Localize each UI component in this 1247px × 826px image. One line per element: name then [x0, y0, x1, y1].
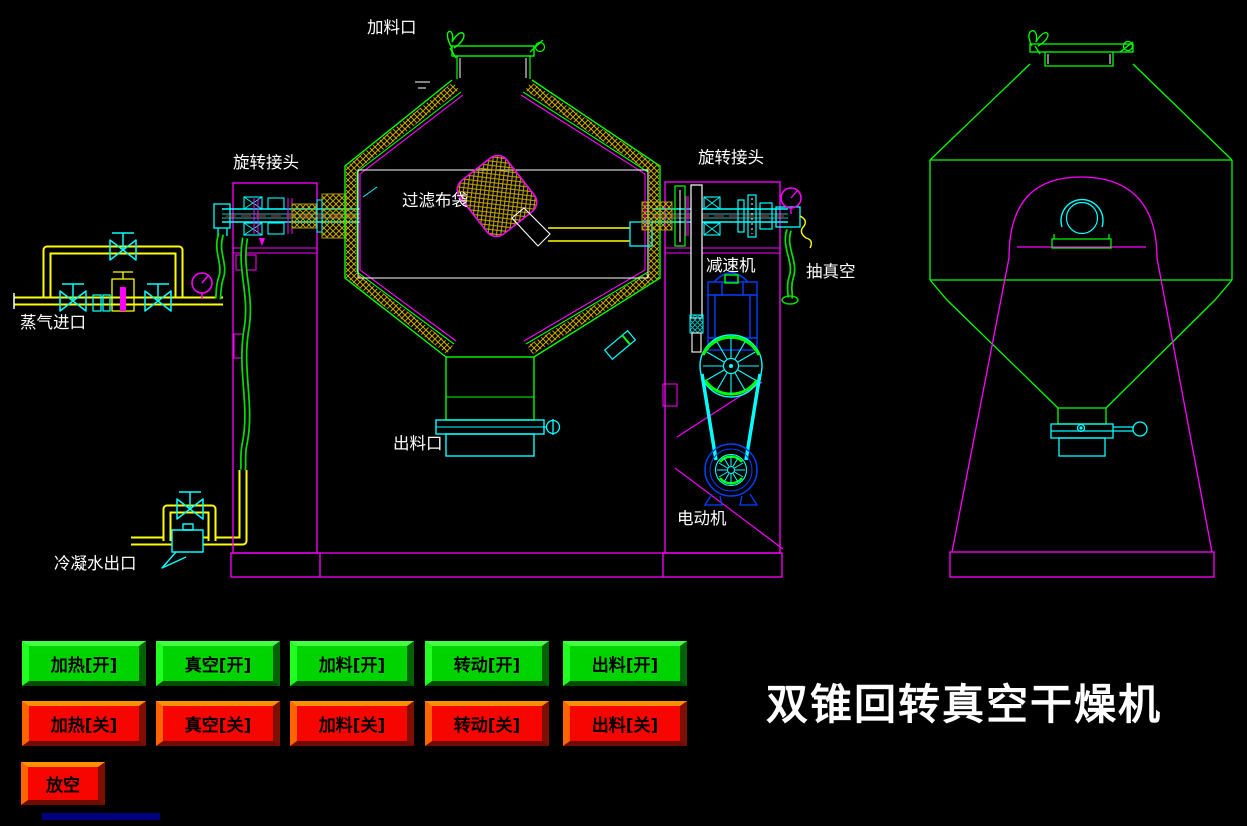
drive-pulley — [699, 334, 763, 398]
label-rotary-joint-left: 旋转接头 — [233, 153, 299, 172]
discharge-off-button[interactable]: 出料[关] — [563, 701, 687, 746]
base-frame — [320, 552, 663, 578]
vessel-side-view — [929, 30, 1233, 578]
heat-on-button[interactable]: 加热[开] — [22, 641, 146, 686]
steam-hose — [214, 232, 226, 300]
steam-trap — [161, 523, 204, 569]
cone-nozzle — [603, 329, 637, 361]
feed-port — [446, 30, 546, 79]
feed-off-button[interactable]: 加料[关] — [290, 701, 414, 746]
rotary-joint-right — [641, 185, 788, 247]
discharge-on-button[interactable]: 出料[开] — [563, 641, 687, 686]
left-stand — [213, 182, 360, 578]
vacuum-valve — [775, 187, 813, 305]
vent-button[interactable]: 放空 — [21, 762, 105, 805]
label-vacuum: 抽真空 — [806, 262, 856, 281]
label-feed-port: 加料口 — [367, 18, 417, 37]
page-title: 双锥回转真空干燥机 — [766, 680, 1163, 729]
rotate-on-button[interactable]: 转动[开] — [425, 641, 549, 686]
heat-off-button[interactable]: 加热[关] — [22, 701, 146, 746]
steam-pressure-gauge — [191, 272, 213, 299]
motor — [703, 443, 759, 506]
right-stand-drive — [641, 181, 813, 578]
label-reducer: 减速机 — [706, 256, 756, 275]
rotate-off-button[interactable]: 转动[关] — [425, 701, 549, 746]
label-filter-bag: 过滤布袋 — [402, 191, 468, 210]
vacuum-off-button[interactable]: 真空[关] — [156, 701, 280, 746]
vacuum-on-button[interactable]: 真空[开] — [156, 641, 280, 686]
side-discharge-valve — [1050, 421, 1148, 457]
steam-inlet-piping — [13, 232, 223, 312]
filter-bag — [456, 154, 653, 247]
trunnion-bearing — [1051, 198, 1112, 249]
label-steam-inlet: 蒸气进口 — [20, 313, 86, 332]
condensate-piping — [131, 470, 248, 569]
v-belt — [700, 373, 762, 461]
label-rotary-joint-right: 旋转接头 — [698, 148, 764, 167]
rotary-joint-left — [213, 193, 360, 246]
feed-on-button[interactable]: 加料[开] — [290, 641, 414, 686]
bottom-strip — [42, 813, 160, 820]
label-motor: 电动机 — [677, 509, 727, 528]
label-discharge-port: 出料口 — [393, 434, 443, 453]
discharge-port — [435, 356, 561, 457]
label-condensate-outlet: 冷凝水出口 — [54, 554, 137, 573]
condensate-hose — [239, 237, 252, 471]
wing-nut — [446, 30, 465, 59]
